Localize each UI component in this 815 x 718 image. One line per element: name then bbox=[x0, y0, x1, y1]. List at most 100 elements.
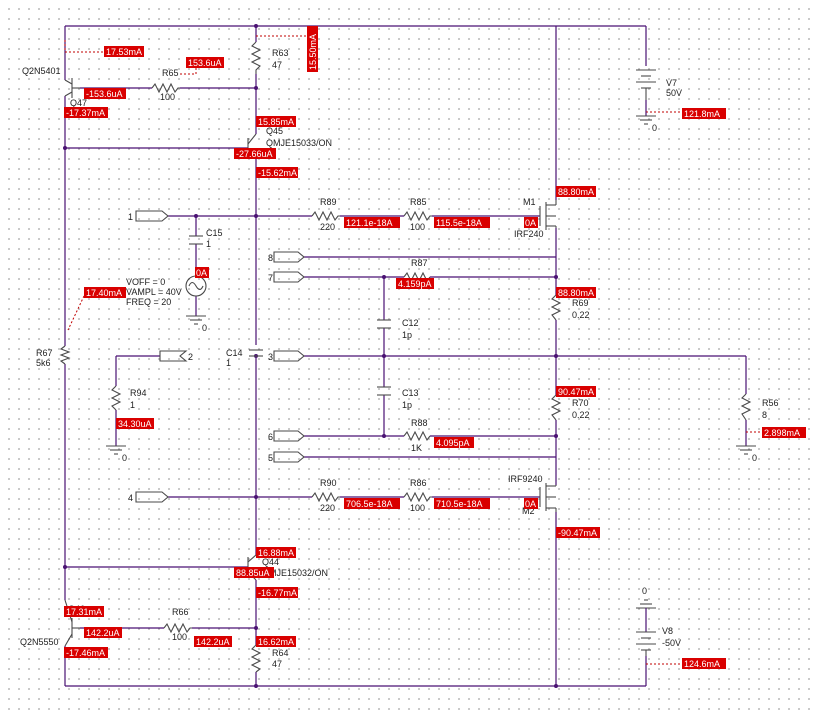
badge-q47-collector: -17.37mA bbox=[64, 107, 108, 118]
q45-ref: Q45 bbox=[266, 126, 283, 136]
port-6 bbox=[273, 430, 305, 442]
svg-text:17.40mA: 17.40mA bbox=[86, 288, 122, 298]
r65-value: 100 bbox=[160, 92, 175, 102]
badge-r56: 2.898mA bbox=[762, 427, 806, 438]
r69-ref: R69 bbox=[572, 298, 589, 308]
svg-text:-15.62mA: -15.62mA bbox=[258, 168, 297, 178]
r70-ref: R70 bbox=[572, 398, 589, 408]
badge-r94: 34.30uA bbox=[116, 418, 154, 429]
current-badges: 17.53mA 153.6uA -153.6uA -17.37mA 15.50m… bbox=[64, 26, 806, 669]
svg-text:710.5e-18A: 710.5e-18A bbox=[436, 499, 483, 509]
m2-ref: M2 bbox=[522, 506, 535, 516]
badge-q45-emitter: -15.62mA bbox=[256, 167, 298, 178]
r64-value: 47 bbox=[272, 659, 282, 669]
port-6-label: 6 bbox=[268, 432, 273, 442]
svg-text:115.5e-18A: 115.5e-18A bbox=[436, 218, 482, 228]
r94-symbol bbox=[110, 385, 122, 411]
port-4 bbox=[135, 491, 169, 503]
port-5-label: 5 bbox=[268, 453, 273, 463]
c12-value: 1p bbox=[402, 330, 412, 340]
c12-symbol bbox=[377, 319, 391, 329]
v9-vampl: VAMPL = 40V bbox=[126, 287, 182, 297]
gnd-label-v8: 0 bbox=[642, 586, 647, 596]
ground-v8 bbox=[636, 599, 656, 618]
svg-text:88.80mA: 88.80mA bbox=[558, 288, 594, 298]
r66-ref: R66 bbox=[172, 607, 189, 617]
r89-ref: R89 bbox=[320, 197, 337, 207]
badge-q46-base: 142.2uA bbox=[84, 627, 122, 638]
r86-value: 100 bbox=[410, 503, 425, 513]
r85-value: 100 bbox=[410, 222, 425, 232]
badge-r85: 115.5e-18A bbox=[434, 217, 490, 228]
m1-symbol bbox=[539, 200, 557, 230]
v8-ref: V8 bbox=[662, 626, 673, 636]
r90-value: 220 bbox=[320, 503, 335, 513]
r86-ref: R86 bbox=[410, 478, 427, 488]
c15-ref: C15 bbox=[206, 228, 223, 238]
ground-symbols bbox=[106, 112, 756, 618]
r67-value: 5k6 bbox=[36, 358, 51, 368]
m1-model: IRF240 bbox=[514, 229, 544, 239]
q44-ref: Q44 bbox=[262, 557, 279, 567]
v7-value: 50V bbox=[666, 88, 682, 98]
port-1 bbox=[135, 210, 169, 222]
c13-symbol bbox=[377, 386, 391, 396]
svg-text:17.53mA: 17.53mA bbox=[106, 47, 142, 57]
svg-text:16.62mA: 16.62mA bbox=[258, 637, 294, 647]
offpage-connectors bbox=[135, 210, 305, 503]
badge-r89: 121.1e-18A bbox=[344, 217, 400, 228]
gnd-label-v9: 0 bbox=[202, 323, 207, 333]
svg-text:17.31mA: 17.31mA bbox=[66, 607, 102, 617]
r86-symbol bbox=[403, 491, 432, 503]
capacitors bbox=[189, 235, 391, 396]
r66-symbol bbox=[163, 622, 192, 634]
badge-q44-emitter: -16.77mA bbox=[256, 587, 298, 598]
r88-symbol bbox=[403, 430, 431, 442]
port-7-label: 7 bbox=[268, 273, 273, 283]
port-2 bbox=[159, 350, 188, 362]
ground-r94 bbox=[106, 445, 126, 455]
transistors bbox=[64, 78, 557, 647]
c13-value: 1p bbox=[402, 400, 412, 410]
ground-v7 bbox=[636, 112, 656, 125]
r63-value: 47 bbox=[272, 60, 282, 70]
badge-q44-base: 88.85uA bbox=[234, 567, 274, 578]
svg-text:124.6mA: 124.6mA bbox=[684, 659, 720, 669]
ground-v9 bbox=[186, 315, 206, 325]
r94-value: 1 bbox=[130, 400, 135, 410]
svg-text:88.85uA: 88.85uA bbox=[236, 568, 270, 578]
v7-symbol bbox=[636, 69, 656, 100]
badge-r70: 90.47mA bbox=[556, 386, 596, 397]
svg-text:16.88mA: 16.88mA bbox=[258, 548, 294, 558]
svg-text:0A: 0A bbox=[525, 499, 536, 509]
svg-text:-153.6uA: -153.6uA bbox=[86, 89, 123, 99]
probe-leaders bbox=[64, 35, 762, 665]
svg-text:4.159pA: 4.159pA bbox=[398, 279, 432, 289]
port-3-label: 3 bbox=[268, 352, 273, 362]
c15-symbol bbox=[189, 235, 203, 245]
badge-r87: 4.159pA bbox=[396, 278, 434, 289]
port-8 bbox=[273, 251, 305, 263]
r63-ref: R63 bbox=[272, 48, 289, 58]
badge-r65: 153.6uA bbox=[186, 57, 224, 68]
svg-text:0A: 0A bbox=[525, 218, 536, 228]
q46-model: Q2N5550 bbox=[20, 637, 59, 647]
v9-freq: FREQ = 20 bbox=[126, 297, 171, 307]
badge-q45-collector: 15.85mA bbox=[256, 116, 296, 127]
gnd-label-v7: 0 bbox=[652, 123, 657, 133]
r65-ref: R65 bbox=[162, 68, 179, 78]
svg-text:-17.37mA: -17.37mA bbox=[66, 108, 105, 118]
c14-ref: C14 bbox=[226, 348, 243, 358]
ground-r56 bbox=[736, 445, 756, 455]
svg-text:34.30uA: 34.30uA bbox=[118, 419, 152, 429]
r85-symbol bbox=[403, 210, 432, 222]
r67-symbol bbox=[59, 345, 71, 365]
r94-ref: R94 bbox=[130, 388, 147, 398]
svg-text:-16.77mA: -16.77mA bbox=[258, 588, 297, 598]
svg-text:4.095pA: 4.095pA bbox=[436, 438, 470, 448]
svg-text:153.6uA: 153.6uA bbox=[188, 58, 222, 68]
svg-text:-27.66uA: -27.66uA bbox=[236, 149, 273, 159]
component-labels: Q2N5401 Q47 R65 100 R63 47 Q45 QMJE15033… bbox=[20, 48, 779, 669]
badge-q47-emitter: 17.53mA bbox=[104, 46, 144, 57]
